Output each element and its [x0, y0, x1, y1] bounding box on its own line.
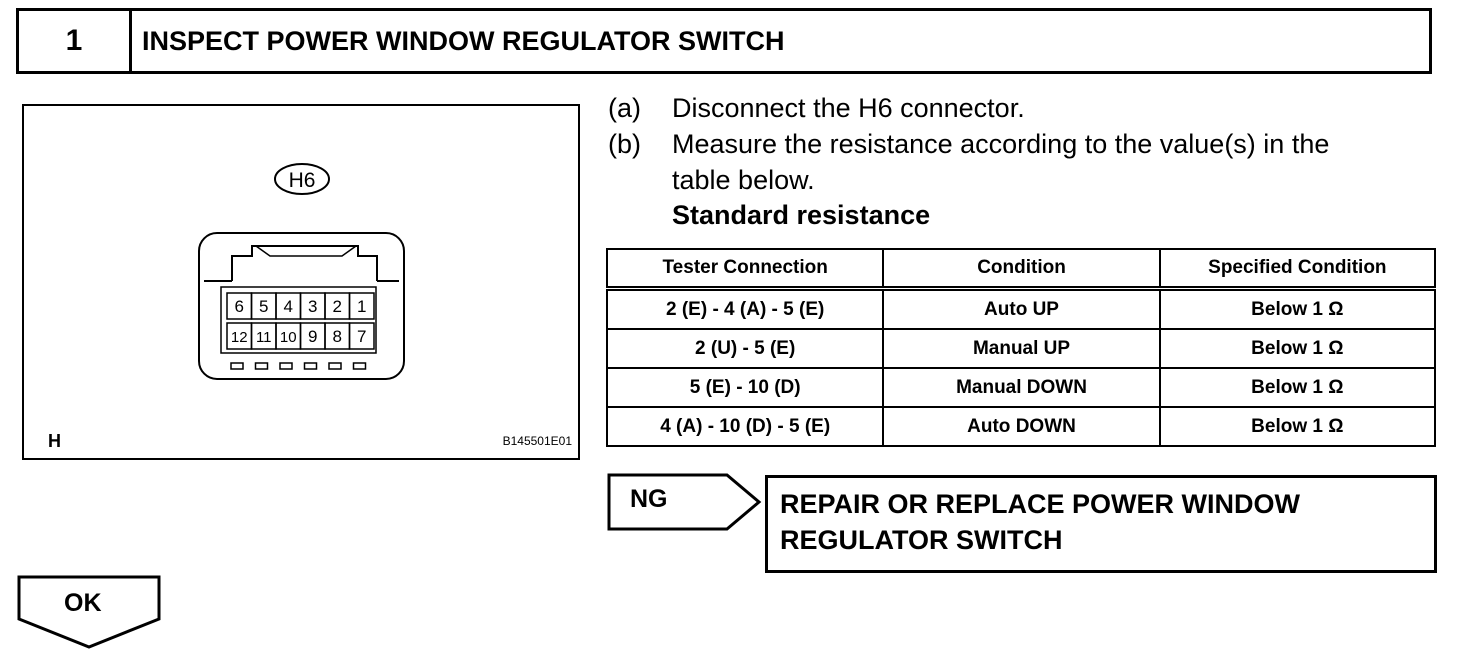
standard-resistance-heading: Standard resistance	[672, 200, 931, 230]
instruction-marker: (a)	[608, 93, 641, 123]
connector-label: H6	[289, 169, 316, 192]
pin-number: 3	[308, 297, 317, 316]
pin-number: 12	[231, 329, 248, 346]
pin-number: 9	[308, 327, 317, 346]
cell-specified-condition: Below 1 Ω	[1158, 328, 1437, 369]
figure-corner-label: H	[48, 431, 61, 451]
cell-specified-condition: Below 1 Ω	[1158, 287, 1437, 330]
column-header-specified-condition: Specified Condition	[1158, 248, 1437, 291]
pin-number: 11	[256, 329, 272, 346]
pin-cell	[348, 292, 375, 320]
connector-tooth	[328, 362, 342, 370]
pin-number: 7	[357, 327, 366, 346]
step-header: 1 INSPECT POWER WINDOW REGULATOR SWITCH	[16, 8, 1432, 74]
column-header-condition: Condition	[882, 248, 1161, 291]
resistance-table: Tester Connection Condition Specified Co…	[605, 248, 1437, 447]
step-title: INSPECT POWER WINDOW REGULATOR SWITCH	[142, 25, 785, 56]
instruction-text: Measure the resistance according to the …	[672, 129, 1330, 159]
pin-frame	[220, 286, 377, 354]
ng-action-line: REPAIR OR REPLACE POWER WINDOW	[780, 489, 1301, 519]
cell-condition: Auto UP	[882, 287, 1161, 330]
ok-down-arrow-icon	[17, 575, 161, 649]
connector-tooth	[303, 362, 318, 370]
cell-tester-connection: 5 (E) - 10 (D)	[605, 367, 885, 408]
ok-label: OK	[64, 589, 102, 617]
pin-cell	[348, 322, 375, 350]
connector-body	[198, 232, 405, 380]
ng-action-box: REPAIR OR REPLACE POWER WINDOW REGULATOR…	[765, 475, 1437, 573]
instruction-text: table below.	[672, 165, 815, 195]
ng-label: NG	[630, 485, 668, 513]
instruction-marker: (b)	[608, 129, 641, 159]
table-row: 2 (E) - 4 (A) - 5 (E) Auto UP Below 1 Ω	[605, 287, 1437, 330]
connector-teeth	[230, 362, 367, 370]
cell-condition: Manual DOWN	[882, 367, 1161, 408]
pin-number: 5	[259, 297, 268, 316]
cell-tester-connection: 2 (U) - 5 (E)	[605, 328, 885, 369]
pin-number: 2	[333, 297, 342, 316]
pin-number: 1	[357, 297, 366, 316]
cell-specified-condition: Below 1 Ω	[1158, 406, 1437, 447]
pin-number: 4	[284, 297, 293, 316]
cell-tester-connection: 4 (A) - 10 (D) - 5 (E)	[605, 406, 885, 447]
connector-tooth	[352, 362, 367, 370]
cell-condition: Manual UP	[882, 328, 1161, 369]
ng-arrow-icon	[607, 473, 762, 531]
pin-number: 6	[235, 297, 244, 316]
table-row: 2 (U) - 5 (E) Manual UP Below 1 Ω	[605, 328, 1437, 369]
cell-condition: Auto DOWN	[882, 406, 1161, 447]
ng-action-line: REGULATOR SWITCH	[780, 525, 1063, 555]
table-row: 5 (E) - 10 (D) Manual DOWN Below 1 Ω	[605, 367, 1437, 408]
cell-tester-connection: 2 (E) - 4 (A) - 5 (E)	[605, 287, 885, 330]
connector-label-oval	[274, 163, 330, 195]
connector-tooth	[254, 362, 269, 370]
instruction-text: Disconnect the H6 connector.	[672, 93, 1025, 123]
connector-tooth	[279, 362, 293, 370]
table-row: 4 (A) - 10 (D) - 5 (E) Auto DOWN Below 1…	[605, 406, 1437, 447]
step-number: 1	[19, 11, 132, 71]
connector-tooth	[230, 362, 244, 370]
pin-number: 10	[280, 329, 297, 346]
cell-specified-condition: Below 1 Ω	[1158, 367, 1437, 408]
column-header-tester-connection: Tester Connection	[605, 248, 885, 291]
connector-latch	[231, 245, 378, 281]
figure-code: B145501E01	[502, 434, 572, 448]
pin-number: 8	[333, 327, 342, 346]
